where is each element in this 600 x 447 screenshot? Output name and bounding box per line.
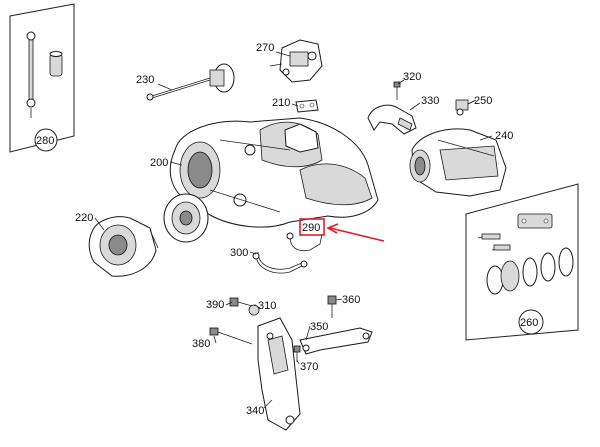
label-300: 300: [230, 247, 248, 259]
label-330: 330: [421, 95, 439, 107]
label-260: 260: [520, 317, 538, 329]
part-320: [393, 81, 401, 100]
leader-lines: [94, 51, 493, 409]
label-320: 320: [403, 71, 421, 83]
label-250: 250: [474, 95, 492, 107]
part-270: [269, 39, 323, 83]
red-arrow: [329, 227, 385, 242]
label-290: 290: [302, 222, 320, 234]
part-220: [88, 216, 159, 277]
part-350: [299, 327, 373, 355]
small-bolts: [209, 295, 337, 362]
callout-circle-260: [518, 309, 544, 335]
label-210: 210: [272, 97, 290, 109]
part-330: [367, 104, 417, 135]
label-350: 350: [310, 321, 328, 333]
inset-box-260: 260: [465, 183, 579, 341]
part-290-300-lines: [252, 232, 323, 274]
highlight-290: 290: [299, 218, 385, 242]
label-280: 280: [36, 135, 54, 147]
callout-circle-280: [34, 128, 58, 152]
part-240: [409, 128, 507, 197]
highlight-box: [299, 218, 325, 236]
part-340: [257, 317, 301, 431]
gasket-plate-icon: [517, 213, 553, 229]
label-270: 270: [256, 42, 274, 54]
label-310: 310: [258, 300, 276, 312]
inset-box-280: 280: [9, 3, 75, 153]
seal-ring-icon: [486, 265, 504, 295]
part-210: [295, 99, 319, 113]
label-390: 390: [206, 299, 224, 311]
compressor-inlet: [163, 193, 209, 243]
bolt-icon: [481, 233, 501, 240]
label-220: 220: [75, 212, 93, 224]
arrow-head-icon: [326, 223, 339, 234]
label-380: 380: [192, 338, 210, 350]
label-370: 370: [300, 361, 318, 373]
part-230: [146, 63, 235, 101]
bushing-icon: [49, 53, 63, 77]
part-250: [455, 99, 477, 116]
label-230: 230: [136, 74, 154, 86]
rod-icon: [28, 37, 34, 101]
label-200: 200: [150, 157, 168, 169]
label-360: 360: [342, 294, 360, 306]
label-240: 240: [495, 130, 513, 142]
turbocharger-assembly: [169, 117, 379, 228]
label-340: 340: [246, 405, 264, 417]
